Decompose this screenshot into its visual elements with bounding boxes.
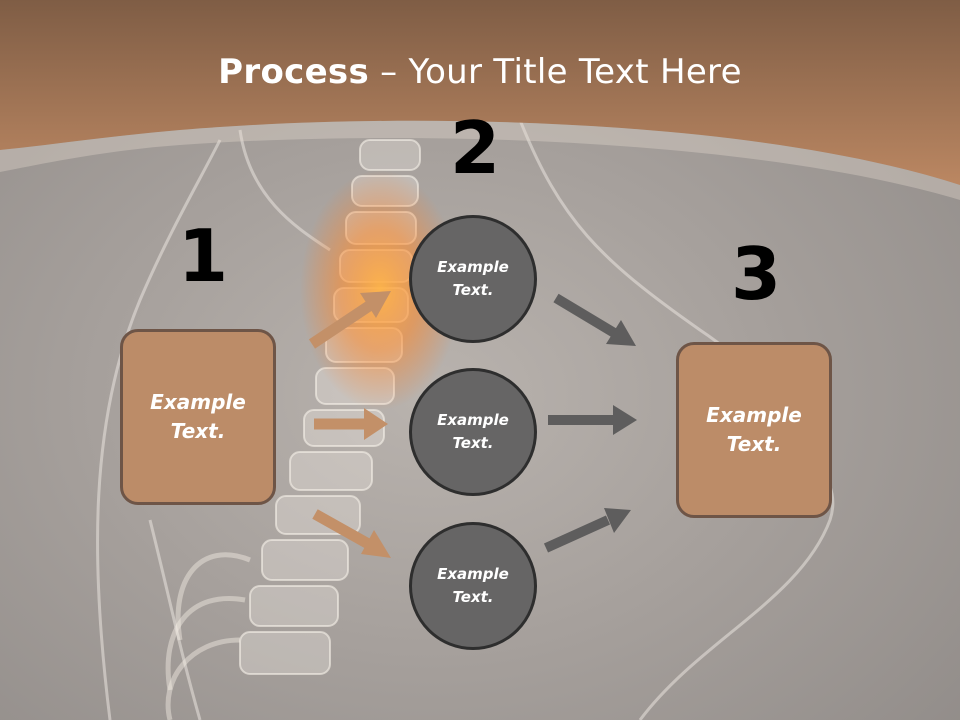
arrow-left-down: [312, 509, 391, 558]
page-title: Process – Your Title Text Here: [0, 52, 960, 92]
arrow-right-up: [543, 508, 631, 553]
title-bold: Process: [218, 52, 370, 92]
arrow-left-up: [308, 291, 391, 349]
header-band: [0, 0, 960, 200]
step-number-1: 1: [178, 214, 229, 298]
arrow-left-middle: [314, 408, 388, 440]
title-rest: – Your Title Text Here: [369, 52, 742, 92]
step-number-2: 2: [450, 106, 501, 190]
arrow-right-down: [553, 293, 636, 346]
arrow-right-middle: [548, 405, 637, 435]
step-number-3: 3: [731, 232, 782, 316]
